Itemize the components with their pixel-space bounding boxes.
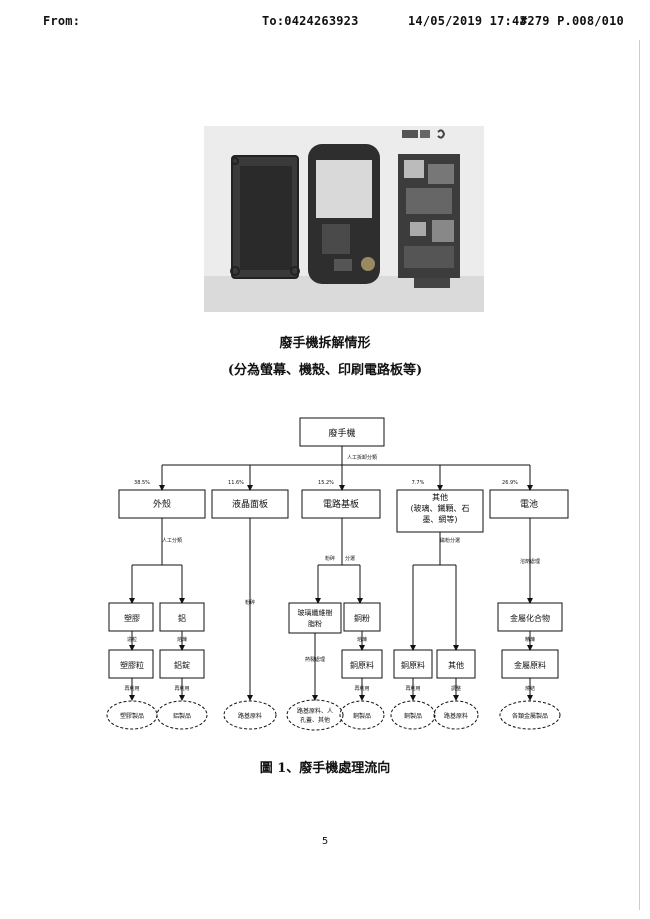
note-glass-process: 熱裂處理 (305, 656, 325, 663)
note-aluminum-smelt: 熔煉 (177, 636, 187, 643)
label-glass-fiber-2: 脂粉 (308, 619, 322, 628)
label-aluminum: 鋁 (178, 613, 186, 623)
label-other-3: 墨、網等) (422, 514, 457, 524)
fax-to: To:0424263923 (262, 14, 359, 28)
node-lcd-road-base (223, 700, 277, 730)
note-plastic-pellet: 造粒 (127, 636, 137, 643)
note-sinter: 燒結 (525, 685, 535, 692)
pct-other: 7.7% (412, 480, 425, 486)
note-reuse-3: 再利用 (354, 685, 369, 692)
label-other-misc: 其他 (448, 660, 464, 670)
note-battery-proc: 溶劑處理 (520, 558, 540, 565)
fax-datetime: 14/05/2019 17:43 (408, 14, 527, 28)
fax-page-ref: #279 P.008/010 (520, 14, 624, 28)
label-aluminum-goods: 鋁製品 (173, 712, 191, 720)
note-board-crush: 粉碎 (325, 555, 335, 562)
note-compound-refine: 精煉 (525, 636, 535, 643)
label-copper-goods: 銅製品 (353, 712, 371, 720)
pct-shell: 38.5% (134, 480, 150, 486)
note-board-sort: 分選 (345, 555, 355, 562)
label-road-base: 路基原料 (444, 712, 468, 720)
note-tuning: 調整 (451, 685, 461, 692)
label-pcb: 電路基板 (323, 498, 359, 510)
node-pcb-products (286, 699, 344, 731)
photo-caption-title: 廢手機拆解情形 (279, 336, 371, 351)
label-panel-material: 路基原料 (238, 712, 262, 720)
node-pcb-copper-goods (339, 700, 385, 730)
note-reuse-4: 再利用 (405, 685, 420, 692)
label-plastic-pellet: 塑膠粒 (120, 660, 144, 670)
label-copper-material-2: 銅原料 (401, 660, 425, 670)
label-copper-material: 銅原料 (350, 660, 374, 670)
label-glass-products-1: 路基原料、人 (297, 707, 333, 715)
label-plastic-goods: 塑膠製品 (120, 712, 144, 720)
label-plastic: 塑膠 (124, 614, 140, 623)
label-other-1: 其他 (432, 492, 448, 502)
label-copper-powder: 銅粉 (354, 613, 370, 623)
note-copper-smelt: 熔煉 (357, 636, 367, 643)
node-glass-fiber (288, 602, 342, 634)
note-reuse-2: 再利用 (174, 685, 189, 692)
pct-battery: 26.9% (502, 480, 518, 486)
note-panel-crush: 粉碎 (245, 599, 255, 606)
note-other-sort: 磁粉分選 (440, 537, 460, 544)
label-metal-compound: 金屬化合物 (510, 613, 550, 623)
root-note: 人工拆卸分類 (347, 454, 377, 461)
label-glass-products-2: 孔蓋、其他 (300, 716, 330, 724)
label-aluminum-ingot: 鋁錠 (174, 660, 190, 670)
node-plastic-pellet (108, 649, 154, 679)
disassembled-phone-photo (204, 126, 484, 312)
note-reuse-1: 再利用 (124, 685, 139, 692)
root-label: 廢手機 (328, 427, 355, 439)
pct-pcb: 15.2% (318, 480, 334, 486)
node-plastic (108, 602, 154, 632)
fax-from: From: (43, 14, 81, 28)
node-metal-goods (499, 700, 561, 730)
label-shell: 外殼 (153, 498, 171, 510)
label-metal-goods: 各類金屬製品 (512, 712, 548, 720)
label-lcd: 液晶面板 (232, 498, 268, 510)
node-pcb (301, 489, 381, 519)
page-number: 5 (321, 836, 329, 847)
label-copper-goods-2: 銅製品 (404, 712, 422, 720)
node-other-road-base (433, 700, 479, 730)
note-shell-sort: 人工分類 (162, 537, 182, 544)
label-other-2: (玻璃、鐵顆、石 (410, 503, 469, 513)
pct-lcd: 11.6% (228, 480, 244, 486)
scan-edge-line (639, 40, 640, 910)
label-battery: 電池 (520, 498, 538, 510)
photo-caption-subtitle: (分為螢幕、機殼、印刷電路板等) (227, 363, 423, 378)
label-metal-material: 金屬原料 (514, 660, 546, 670)
node-other-copper-goods (390, 700, 436, 730)
phone-parts-illustration (204, 126, 484, 312)
figure-caption: 圖 1、廢手機處理流向 (259, 761, 391, 776)
node-battery (489, 489, 569, 519)
label-glass-fiber-1: 玻璃纖維樹 (298, 608, 333, 617)
node-aluminum-goods (156, 700, 208, 730)
